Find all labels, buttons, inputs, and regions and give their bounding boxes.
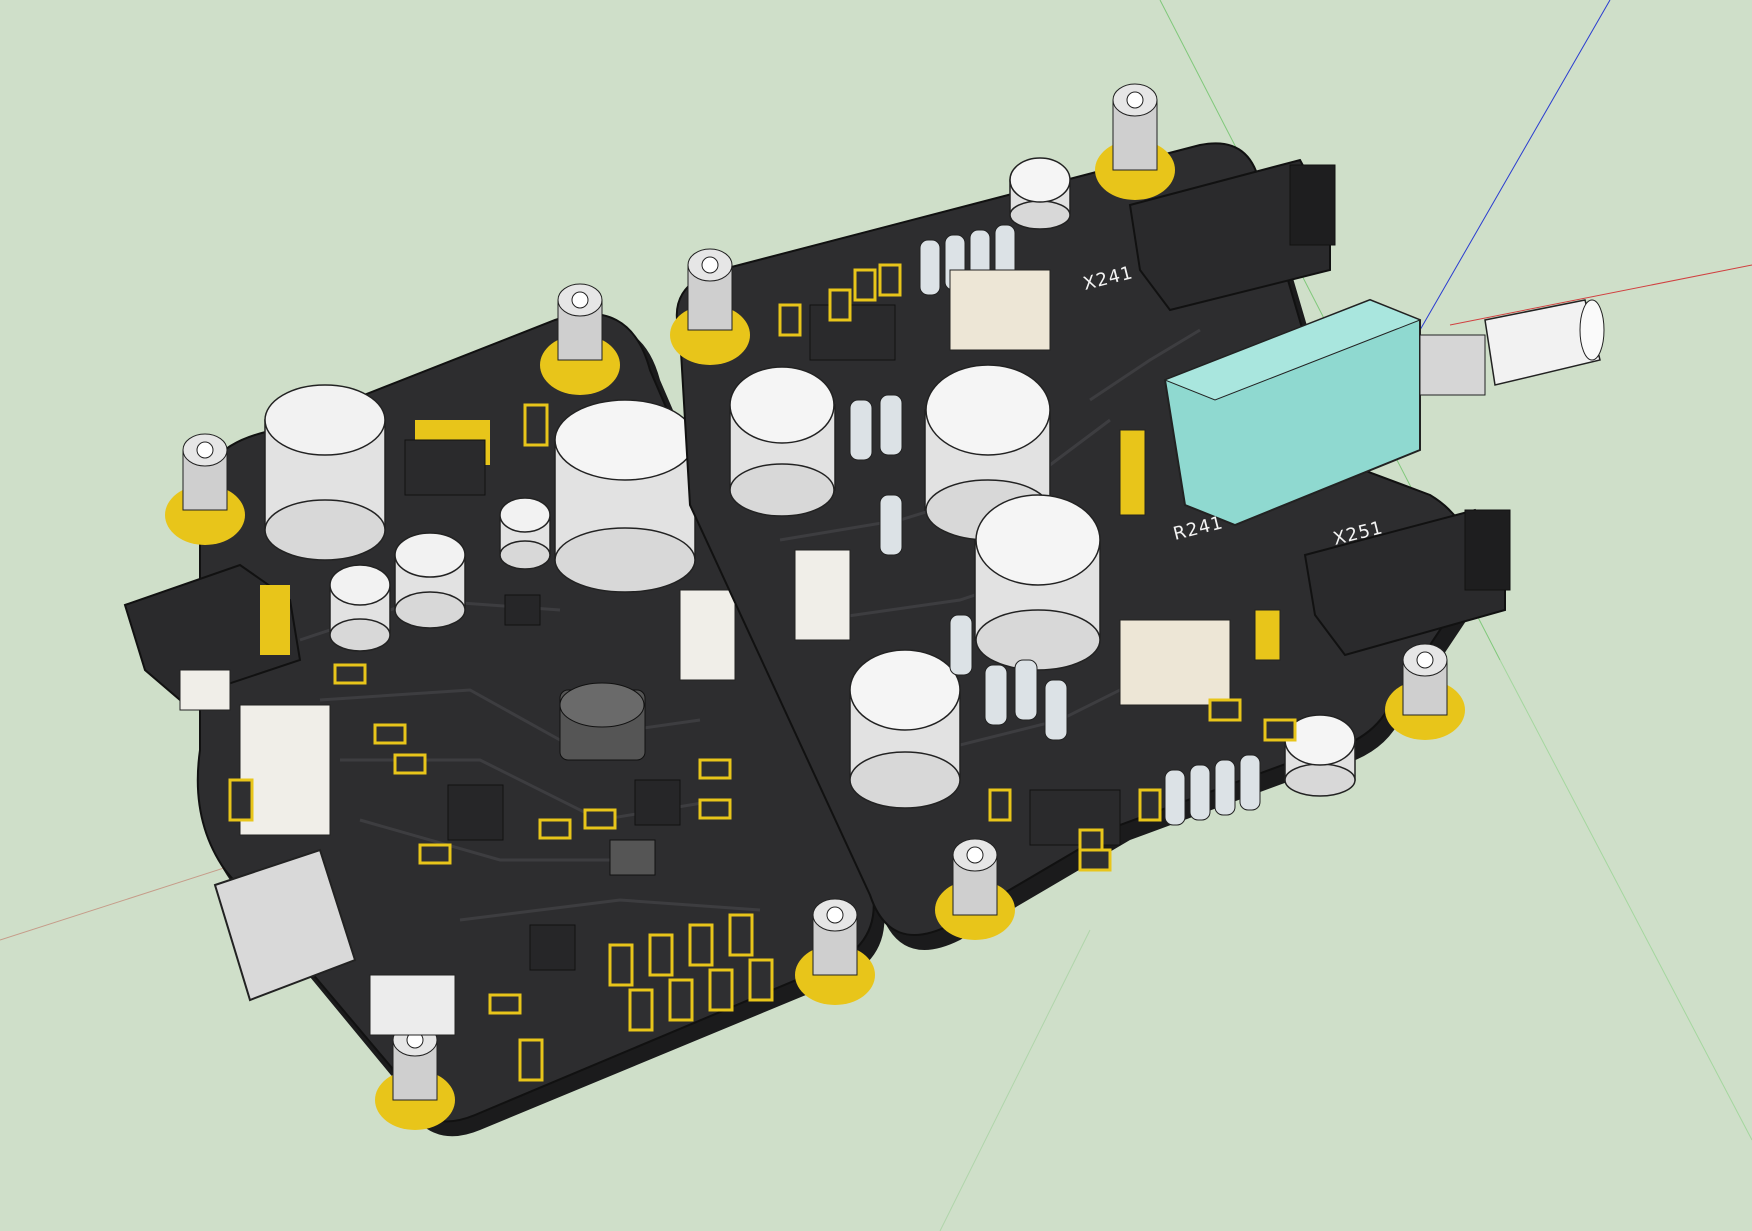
left-smd-parts [228,403,774,1082]
usb-c-connector [213,848,357,1002]
right-smd-parts [778,263,1297,872]
left-connectors [179,589,736,836]
power-inductor [559,682,646,761]
pin-headers [1119,429,1281,661]
right-standoffs [670,83,1465,940]
dc-barrel-jack [123,563,302,702]
headphone-jack-top [1128,158,1336,312]
slide-switch [369,974,456,1036]
right-capacitors [729,157,1356,809]
volume-potentiometer [1163,298,1605,527]
right-relays [794,269,1231,706]
left-capacitors [264,384,696,652]
left-ics [447,594,681,971]
left-regulator [404,420,490,496]
headphone-jack-bottom [1303,508,1511,657]
right-pcb: X241 R241 X251 [670,83,1605,951]
right-regulators [809,304,1121,846]
left-standoffs [165,283,875,1130]
